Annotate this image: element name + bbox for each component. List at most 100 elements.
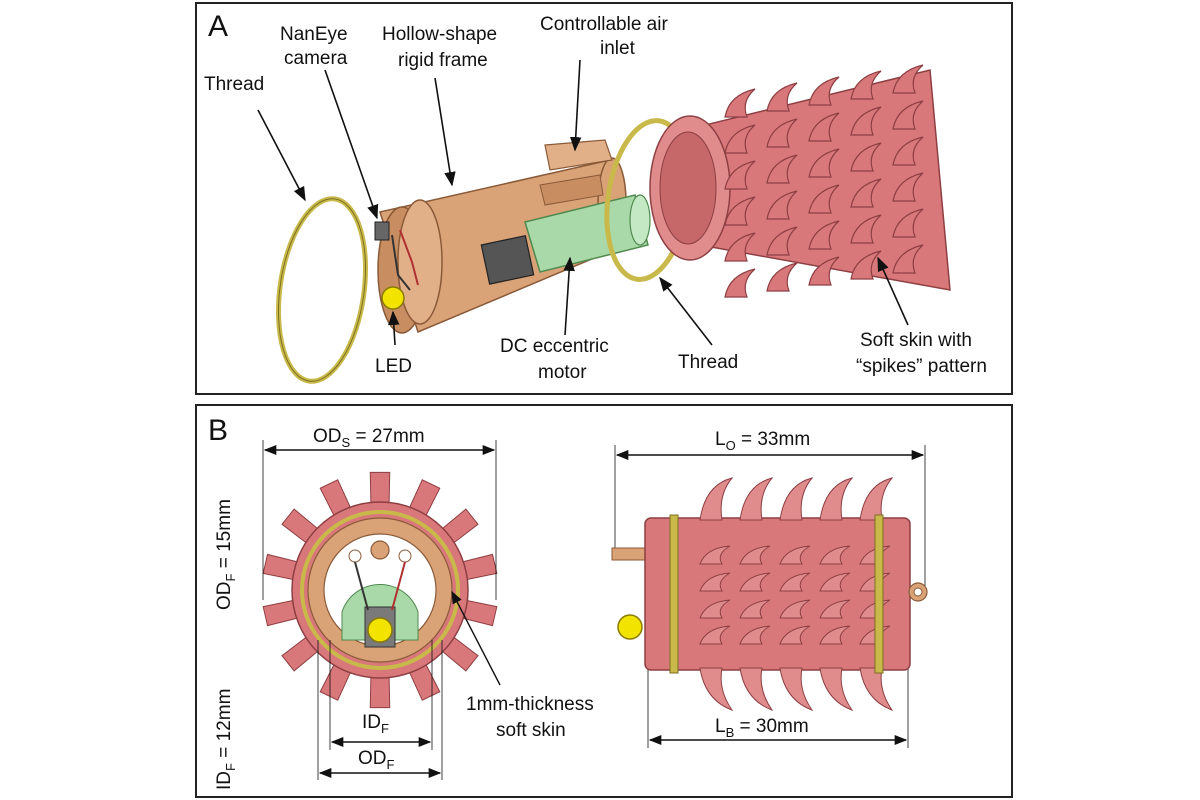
arrow-nanoeye	[324, 69, 379, 220]
skin-spike	[892, 136, 924, 166]
led-side-icon	[617, 614, 643, 640]
label-led: LED	[375, 356, 412, 377]
dim-idf-text: IDF	[362, 712, 389, 736]
skin-spike	[892, 208, 924, 238]
side-spike	[739, 545, 771, 565]
nanoeye-camera	[374, 221, 390, 241]
label-frame-1: Hollow-shape	[382, 24, 497, 45]
side-spike	[819, 599, 851, 619]
skin-spike	[808, 112, 840, 142]
skin-spike	[766, 154, 798, 184]
side-spike	[739, 572, 771, 592]
label-nanoeye-1: NanEye	[280, 24, 348, 45]
skin-spike	[850, 70, 882, 100]
skin-spike	[850, 178, 882, 208]
skin-spike	[724, 268, 756, 298]
arrow-thread-left	[257, 109, 306, 202]
label-skin-1: Soft skin with	[860, 330, 972, 351]
arrow-led	[388, 310, 400, 346]
label-motor-2: motor	[538, 362, 587, 383]
arrow-skin	[877, 256, 909, 326]
skin-spike	[724, 232, 756, 262]
side-spike	[699, 625, 731, 645]
label-motor-1: DC eccentric	[500, 336, 609, 357]
side-view	[611, 445, 928, 748]
panel-b-letter: B	[208, 414, 228, 447]
arrow-air	[569, 59, 582, 152]
arrow-thread-right	[659, 276, 713, 346]
side-spike	[699, 599, 731, 619]
side-spike	[699, 667, 734, 712]
side-spike	[699, 477, 734, 521]
dc-motor	[480, 194, 651, 285]
skin-spike	[808, 148, 840, 178]
side-spike	[859, 667, 894, 712]
side-spike	[819, 477, 854, 521]
side-spike	[819, 572, 851, 592]
side-spike	[699, 572, 731, 592]
arrow-frame	[434, 77, 456, 187]
front-view	[262, 471, 498, 709]
label-thread-left: Thread	[204, 74, 264, 95]
panel-a: A	[195, 2, 1013, 395]
label-air-1: Controllable air	[540, 14, 668, 35]
label-nanoeye-2: camera	[284, 48, 348, 69]
skin-spike	[892, 100, 924, 130]
side-spike	[699, 545, 731, 565]
led-front-icon	[367, 617, 393, 643]
rigid-frame	[377, 139, 627, 334]
dim-lo-text: LO = 33mm	[715, 429, 810, 453]
skin-spike	[892, 172, 924, 202]
side-spike	[859, 477, 894, 521]
skin-spike	[724, 88, 756, 118]
label-thread-right: Thread	[678, 352, 738, 373]
skin-spike	[892, 64, 924, 94]
side-spike	[819, 545, 851, 565]
dim-ods-text: ODS = 27mm	[313, 426, 425, 450]
label-air-2: inlet	[600, 38, 636, 59]
skin-spike	[850, 250, 882, 280]
soft-skin-spikes	[649, 64, 951, 298]
skin-spike	[766, 190, 798, 220]
panel-a-letter: A	[208, 10, 228, 43]
side-spike	[779, 667, 814, 712]
skin-spike	[766, 82, 798, 112]
side-spike	[779, 477, 814, 521]
skin-spike	[766, 262, 798, 292]
led-icon	[381, 286, 405, 310]
skin-spike	[808, 220, 840, 250]
dim-idf-vert-text: IDF = 12mm	[214, 689, 238, 790]
side-spike	[739, 599, 771, 619]
skin-spike	[850, 142, 882, 172]
side-spike	[779, 599, 811, 619]
side-spike	[819, 625, 851, 645]
side-spike	[819, 667, 854, 712]
side-spike	[739, 477, 774, 521]
side-spike	[739, 625, 771, 645]
side-spike	[779, 545, 811, 565]
dim-lb-text: LB = 30mm	[715, 716, 809, 740]
label-frame-2: rigid frame	[398, 50, 488, 71]
arrow-motor	[563, 256, 575, 336]
dim-odf-vert-text: ODF = 15mm	[214, 499, 238, 610]
side-spike	[779, 625, 811, 645]
dim-odf-text: ODF	[358, 748, 395, 772]
side-spike	[779, 572, 811, 592]
panel-b: B	[195, 404, 1013, 798]
arrow-soft-skin	[451, 590, 501, 686]
skin-spike	[850, 214, 882, 244]
label-soft-skin-1: 1mm-thickness	[466, 694, 594, 715]
skin-spike	[808, 256, 840, 286]
skin-spike	[808, 76, 840, 106]
skin-spike	[724, 160, 756, 190]
skin-spike	[892, 244, 924, 274]
skin-spike	[766, 118, 798, 148]
skin-spike	[724, 196, 756, 226]
side-spike	[739, 667, 774, 712]
skin-spike	[766, 226, 798, 256]
skin-spike	[724, 124, 756, 154]
label-skin-2: “spikes” pattern	[856, 356, 987, 377]
skin-spike	[808, 184, 840, 214]
skin-spike	[850, 106, 882, 136]
